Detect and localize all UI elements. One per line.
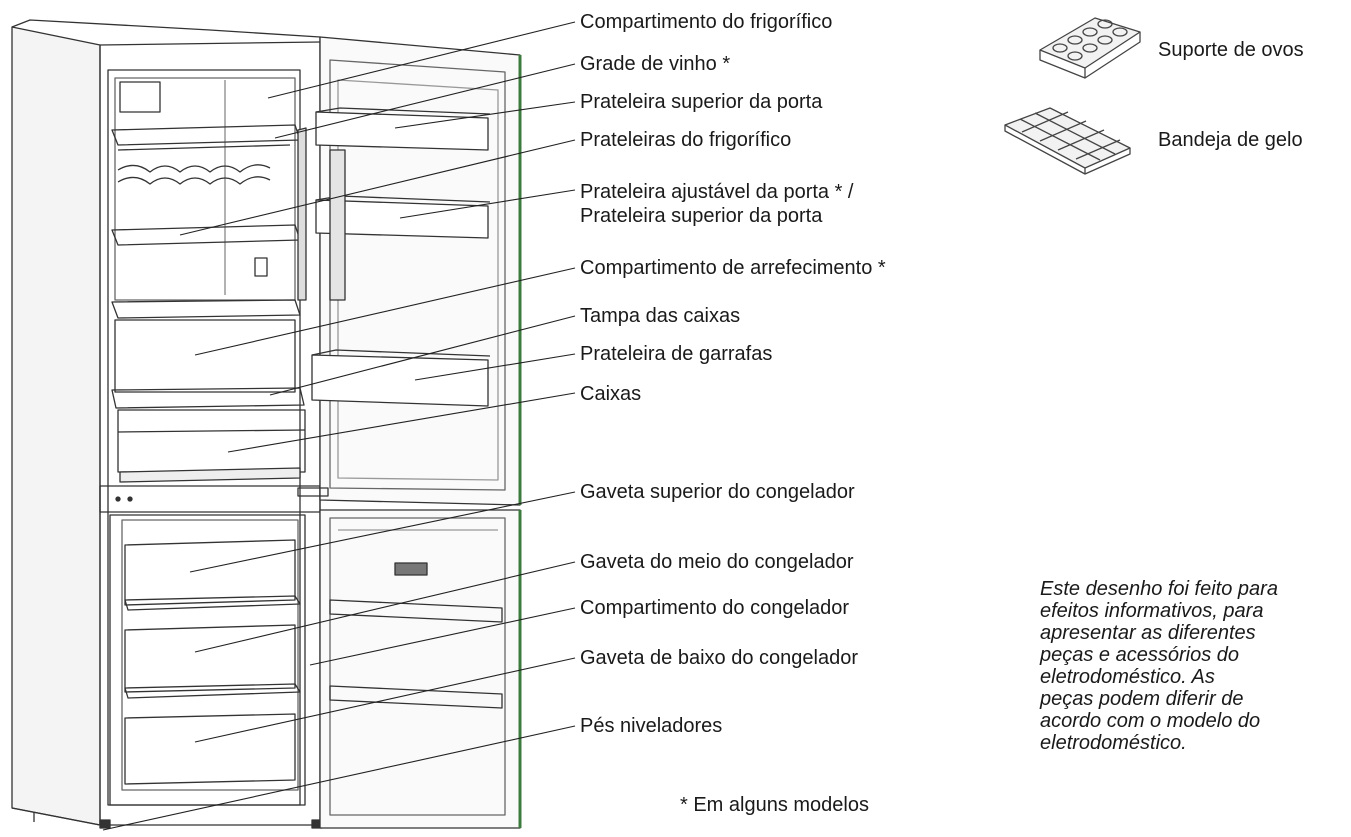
label-bandeja-gelo: Bandeja de gelo: [1158, 129, 1303, 151]
note-line: eletrodoméstico.: [1040, 732, 1187, 754]
leader-lines: [102, 21, 576, 831]
label-caixas: Caixas: [580, 383, 642, 405]
label-gaveta-meio-congelador: Gaveta do meio do congelador: [580, 551, 854, 573]
upper-door: [297, 36, 522, 506]
note-line: acordo com o modelo do: [1040, 710, 1261, 732]
cabinet-body: [11, 19, 323, 829]
note-line: peças e acessórios do: [1040, 644, 1240, 666]
label-prateleiras-frigorifico: Prateleiras do frigorífico: [580, 129, 792, 151]
label-compartimento-arrefecimento: Compartimento de arrefecimento *: [580, 257, 886, 279]
label-gaveta-superior-congelador: Gaveta superior do congelador: [580, 481, 855, 503]
label-suporte-ovos: Suporte de ovos: [1158, 39, 1304, 61]
label-prateleira-superior-porta: Prateleira superior da porta: [580, 91, 823, 113]
note-line: apresentar as diferentes: [1040, 622, 1256, 644]
label-pes-niveladores: Pés niveladores: [580, 715, 723, 737]
disclaimer-note: Este desenho foi feito para efeitos info…: [1040, 578, 1340, 754]
ice-tray-icon: [1004, 107, 1131, 175]
note-line: peças podem diferir de: [1040, 688, 1244, 710]
egg-holder-icon: [1039, 17, 1141, 79]
label-grade-vinho: Grade de vinho *: [580, 53, 731, 75]
note-line: efeitos informativos, para: [1040, 600, 1264, 622]
label-prateleira-garrafas: Prateleira de garrafas: [580, 343, 773, 365]
footnote: * Em alguns modelos: [680, 794, 869, 816]
lower-door: [319, 509, 522, 829]
label-prateleira-ajustavel-porta: Prateleira ajustável da porta * /: [580, 181, 854, 203]
label-prateleira-superior-porta-2: Prateleira superior da porta: [580, 205, 823, 227]
label-tampa-caixas: Tampa das caixas: [580, 305, 741, 327]
label-compartimento-frigorifico: Compartimento do frigorífico: [580, 11, 833, 33]
label-compartimento-congelador: Compartimento do congelador: [580, 597, 850, 619]
note-line: Este desenho foi feito para: [1040, 578, 1278, 600]
note-line: eletrodoméstico. As: [1040, 666, 1215, 688]
label-gaveta-baixo-congelador: Gaveta de baixo do congelador: [580, 647, 858, 669]
